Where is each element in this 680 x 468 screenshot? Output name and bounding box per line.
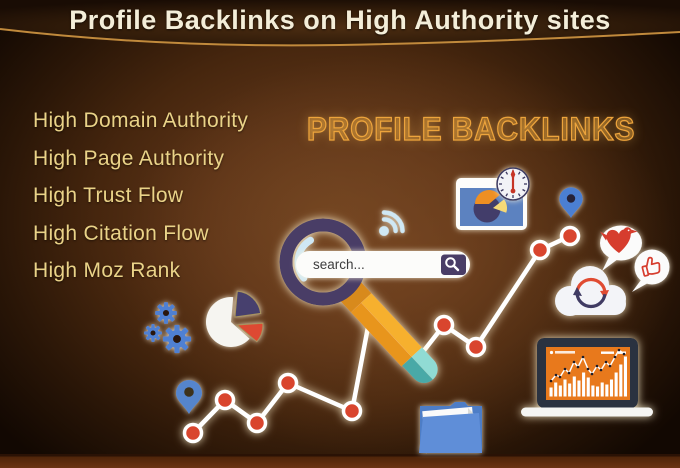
feature-item: High Page Authority (33, 146, 225, 170)
chart-dot (465, 336, 487, 358)
map-pin-icon (176, 380, 202, 414)
feature-item: High Domain Authority (33, 109, 249, 132)
banner-ribbon (0, 0, 680, 46)
feature-item: High Citation Flow (33, 221, 209, 245)
bottom-band (0, 456, 680, 468)
search-button[interactable] (441, 254, 466, 276)
feature-list: High Domain Authority High Page Authorit… (33, 102, 248, 290)
map-pin-icon (559, 187, 583, 218)
bottom-band-edge (0, 454, 680, 457)
search-icon (445, 257, 460, 272)
bird-speech-bubble-icon (600, 225, 642, 271)
chart-dot (433, 314, 455, 336)
search-placeholder: search... (313, 257, 365, 272)
headline: PROFILE BACKLINKS (306, 110, 636, 147)
laptop-bar-chart (549, 356, 627, 397)
chart-dot (341, 400, 363, 422)
thumbs-up-speech-bubble-icon (632, 249, 670, 292)
gear-icon (162, 324, 192, 354)
banner-gold-curve (0, 28, 680, 47)
chart-dot (214, 389, 236, 411)
chart-dot (559, 225, 581, 247)
chart-dot (277, 372, 299, 394)
gear-icon (155, 302, 177, 324)
feature-item: High Moz Rank (33, 259, 181, 283)
banner-title: Profile Backlinks on High Authority site… (69, 5, 611, 35)
wifi-icon (379, 210, 405, 236)
search-bar[interactable]: search... (296, 251, 470, 278)
chart-dot (246, 412, 268, 434)
gauge-icon (496, 167, 530, 201)
gear-icon (144, 324, 162, 342)
pie-chart-icon (205, 290, 264, 348)
chart-dot (529, 239, 551, 261)
laptop-line-chart (549, 348, 626, 383)
cloud-refresh-icon (555, 266, 626, 316)
gears-icon (144, 302, 192, 354)
pencil-handle (340, 281, 438, 384)
bird-heart-glyph (600, 227, 638, 253)
chart-dot (182, 422, 204, 444)
laptop-chart-icon (521, 338, 653, 417)
folder-icon (419, 402, 482, 454)
search-input[interactable] (296, 251, 470, 278)
browser-pie-window-icon (456, 178, 527, 230)
thumbs-up-glyph (641, 256, 661, 277)
feature-item: High Trust Flow (33, 184, 184, 208)
